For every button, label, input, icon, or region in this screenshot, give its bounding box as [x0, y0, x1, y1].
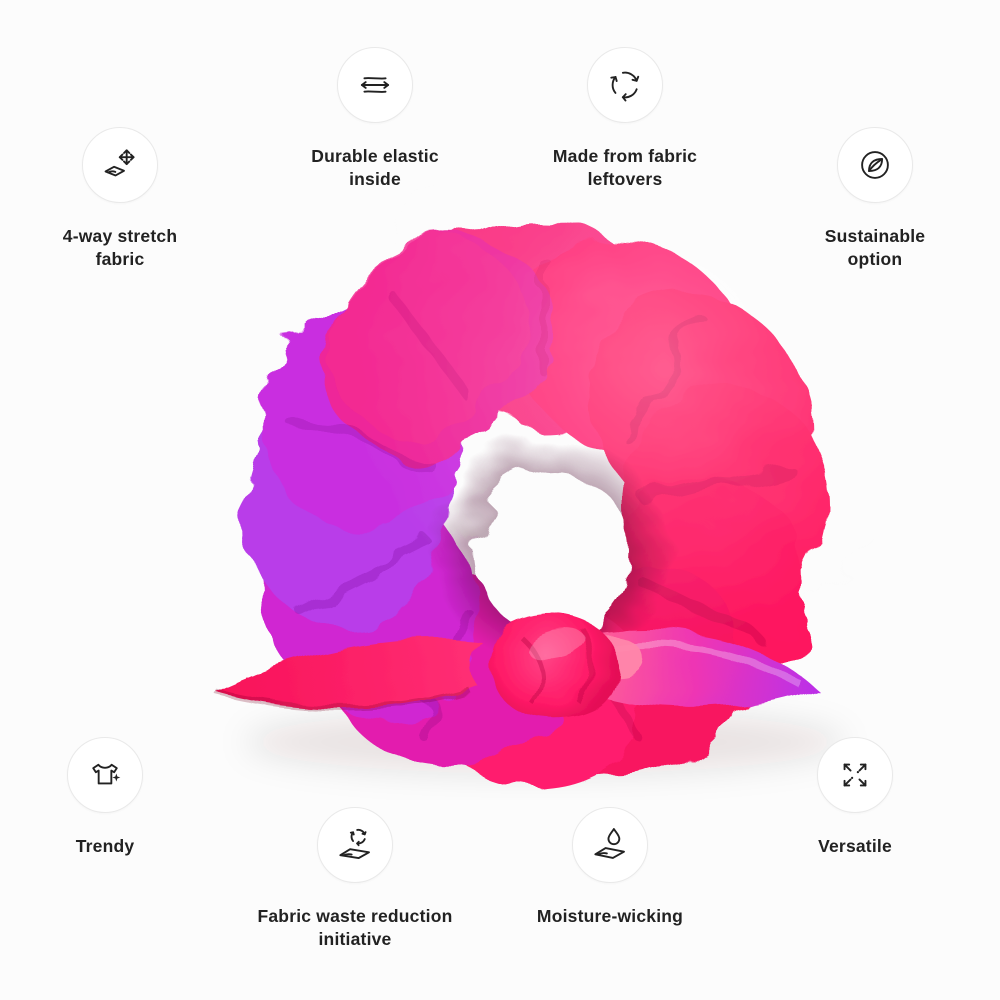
feature-moisture-wicking: Moisture-wicking: [490, 807, 730, 928]
feature-label: Moisture-wicking: [536, 906, 684, 926]
feature-label: Versatile: [818, 836, 892, 856]
fabric-recycle-icon: [317, 807, 393, 883]
feature-sustainable: Sustainable option: [790, 127, 960, 271]
feature-4-way-stretch: 4-way stretch fabric: [40, 127, 200, 271]
elastic-band-icon: [337, 47, 413, 123]
feature-fabric-leftovers: Made from fabric leftovers: [525, 47, 725, 191]
feature-durable-elastic: Durable elastic inside: [275, 47, 475, 191]
feature-label: Durable elastic inside: [311, 146, 439, 190]
scrunchie-hole: [474, 470, 630, 634]
feature-label: Fabric waste reduction initiative: [257, 906, 453, 950]
feature-label: 4-way stretch fabric: [62, 226, 178, 270]
feature-fabric-waste-reduction: Fabric waste reduction initiative: [225, 807, 485, 951]
leaf-icon: [837, 127, 913, 203]
droplet-fabric-icon: [572, 807, 648, 883]
feature-label: Sustainable option: [824, 226, 926, 270]
feature-label: Trendy: [75, 836, 135, 856]
bow-tail-right: [586, 630, 816, 709]
shirt-sparkle-icon: [67, 737, 143, 813]
feature-versatile: Versatile: [775, 737, 935, 858]
recycle-icon: [587, 47, 663, 123]
bow-tail-left: [216, 639, 482, 709]
feature-label: Made from fabric leftovers: [552, 146, 698, 190]
scrunchie-bow: [215, 614, 816, 718]
expand-arrows-icon: [817, 737, 893, 813]
four-way-stretch-icon: [82, 127, 158, 203]
feature-trendy: Trendy: [25, 737, 185, 858]
